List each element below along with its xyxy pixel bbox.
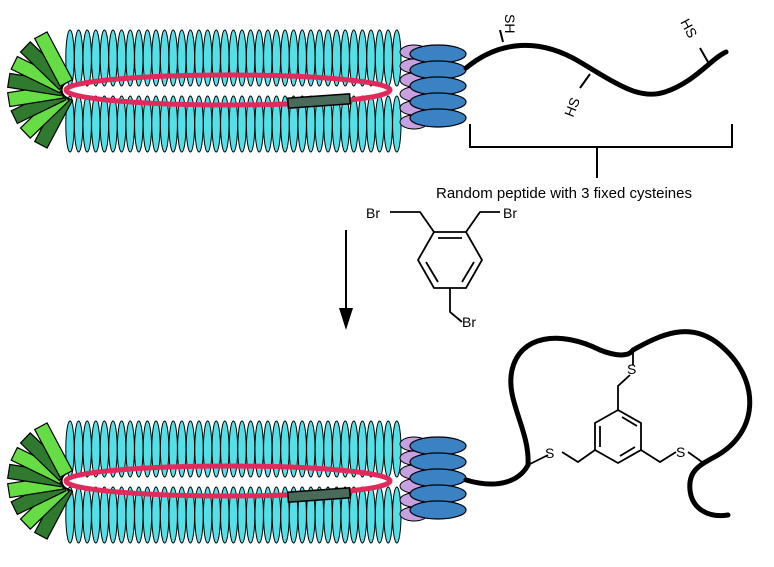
- coat-protein: [383, 95, 393, 153]
- coat-protein: [357, 95, 368, 153]
- coat-protein: [237, 29, 247, 87]
- tip-protein-blue: [409, 108, 467, 128]
- coat-protein: [374, 95, 385, 153]
- coat-protein-row-lower: [65, 95, 402, 153]
- coat-protein: [211, 420, 221, 478]
- tip-protein-blue: [409, 452, 467, 472]
- genome-loop: [63, 463, 393, 499]
- tip-protein-blue: [409, 500, 467, 520]
- coat-protein: [73, 29, 84, 87]
- coat-protein: [99, 95, 110, 153]
- coat-protein: [357, 29, 368, 87]
- coat-protein: [73, 486, 84, 544]
- coat-protein: [366, 29, 376, 87]
- thiol-label-2: HS: [561, 95, 583, 119]
- tip-proteins-right: [399, 44, 467, 130]
- sulfur-label-right: S: [676, 444, 685, 460]
- tip-protein-blue: [409, 76, 467, 96]
- coat-protein: [116, 95, 127, 153]
- coat-protein: [383, 420, 393, 478]
- tip-protein-blue: [409, 436, 467, 456]
- tip-protein-blue: [409, 468, 467, 488]
- bromine-label-2: Br: [503, 205, 517, 221]
- coat-protein: [82, 486, 92, 544]
- coat-protein: [383, 486, 393, 544]
- coat-protein: [116, 486, 127, 544]
- coat-protein: [220, 29, 230, 87]
- thiol-bond-2: [579, 73, 591, 89]
- coat-protein: [91, 486, 101, 544]
- coat-protein-row-upper: [65, 420, 402, 478]
- coat-protein: [82, 95, 92, 153]
- sulfur-label-left: S: [545, 445, 554, 461]
- coat-protein: [91, 29, 101, 87]
- tip-protein-blue: [409, 484, 467, 504]
- tip-protein-blue: [409, 44, 467, 64]
- genome-loop: [63, 72, 393, 108]
- coat-protein: [392, 420, 402, 478]
- coat-protein: [91, 420, 101, 478]
- coat-protein: [211, 29, 221, 87]
- cap-protein: [33, 422, 74, 479]
- phage-top-icon: [6, 29, 467, 153]
- bicyclic-peptide-chain: [463, 329, 753, 519]
- coat-protein: [374, 420, 385, 478]
- coat-protein: [228, 420, 239, 478]
- coat-protein: [99, 486, 110, 544]
- cap-proteins-left: [6, 422, 74, 540]
- thiol-bond-3: [699, 47, 709, 63]
- random-peptide-chain: SH HS HS: [463, 14, 729, 119]
- coat-protein: [366, 95, 376, 153]
- coat-protein: [392, 29, 402, 87]
- coat-protein: [91, 95, 101, 153]
- peptide-gene-insert: [286, 93, 352, 109]
- coat-protein: [237, 420, 247, 478]
- peptide-bracket: [469, 124, 733, 178]
- coat-protein: [220, 420, 230, 478]
- thiol-label-3: HS: [677, 16, 700, 41]
- coat-protein: [374, 486, 385, 544]
- bromine-label-1: Br: [366, 205, 380, 221]
- coat-protein: [82, 29, 92, 87]
- down-arrow-icon: [339, 230, 353, 330]
- coat-protein: [82, 420, 92, 478]
- scaffold-structure: [527, 350, 703, 466]
- sulfur-label-top: S: [627, 361, 636, 377]
- coat-protein: [228, 29, 239, 87]
- peptide-gene-insert: [286, 487, 352, 503]
- thiol-label-1: SH: [502, 14, 518, 33]
- cap-protein: [33, 31, 74, 88]
- coat-protein-row-lower: [65, 486, 402, 544]
- bromine-label-3: Br: [462, 314, 476, 330]
- coat-protein: [108, 95, 118, 153]
- tip-protein-blue: [409, 92, 467, 112]
- coat-protein: [349, 486, 359, 544]
- coat-protein-row-upper: [65, 29, 402, 87]
- cap-proteins-left: [6, 31, 74, 149]
- tribromomesitylene-structure: [390, 211, 500, 323]
- coat-protein: [349, 420, 359, 478]
- thiol-bond-1: [499, 29, 504, 43]
- coat-protein: [383, 29, 393, 87]
- coat-protein: [357, 420, 368, 478]
- coat-protein: [349, 29, 359, 87]
- phage-bottom-icon: [6, 420, 467, 544]
- tip-proteins-right: [399, 436, 467, 522]
- coat-protein: [357, 486, 368, 544]
- coat-protein: [366, 420, 376, 478]
- coat-protein: [73, 95, 84, 153]
- coat-protein: [392, 95, 402, 153]
- coat-protein: [374, 29, 385, 87]
- coat-protein: [366, 486, 376, 544]
- peptide-caption: Random peptide with 3 fixed cysteines: [436, 185, 692, 202]
- coat-protein: [108, 486, 118, 544]
- tip-protein-blue: [409, 60, 467, 80]
- coat-protein: [73, 420, 84, 478]
